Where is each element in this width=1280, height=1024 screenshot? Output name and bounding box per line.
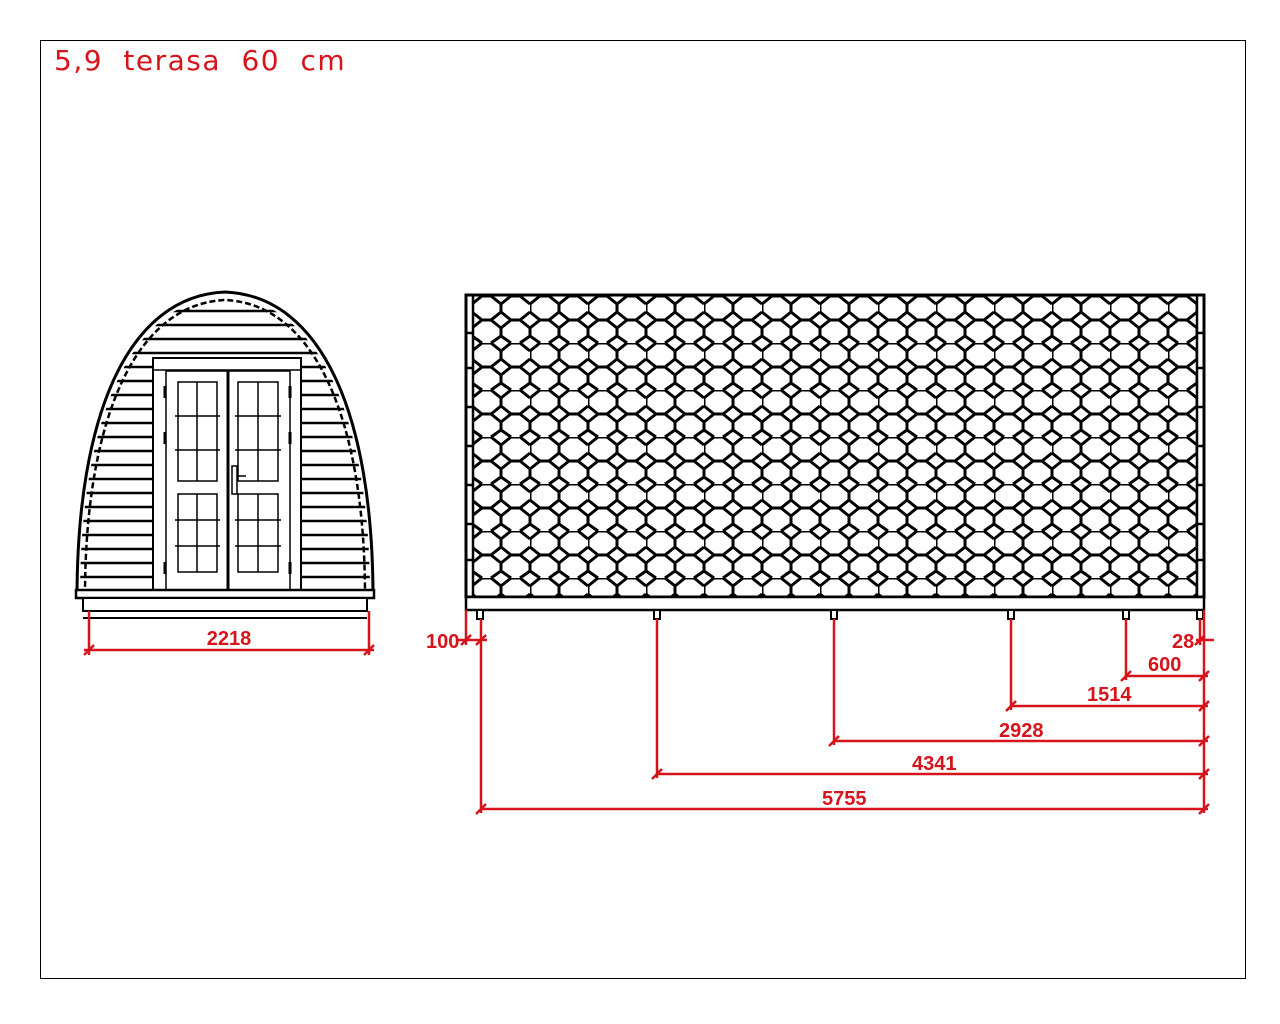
side-dimensions [458,610,1214,815]
support-posts [476,609,1204,620]
front-elevation: 2218 [74,290,376,656]
door-leaf-right [235,381,281,573]
dimension-label-600: 600 [1148,654,1181,676]
dimension-width [83,611,375,656]
roof-arch-outer [75,290,375,599]
drawing-title: 5,9 terasa 60 cm [54,44,347,77]
roof-arch-inner [83,298,367,597]
dimension-label-1514: 1514 [1087,684,1132,706]
dimension-label-5755: 5755 [822,788,867,810]
foundation [82,597,368,612]
floor-base [74,588,376,600]
door-leaf-left [175,381,220,573]
roof-shingles [472,296,1198,596]
side-elevation: 100 28 600 1514 2928 4341 5755 [426,293,1214,815]
door-handle-icon [231,465,246,495]
dimension-label-4341: 4341 [912,753,957,775]
floor-beam [464,595,1206,612]
dimension-label-overhang-left: 100 [426,631,459,653]
drawing-frame [40,40,1246,979]
dimension-label-overhang-right: 28 [1172,631,1194,653]
dimension-label-2928: 2928 [999,720,1044,742]
dimension-label-width: 2218 [207,628,252,650]
